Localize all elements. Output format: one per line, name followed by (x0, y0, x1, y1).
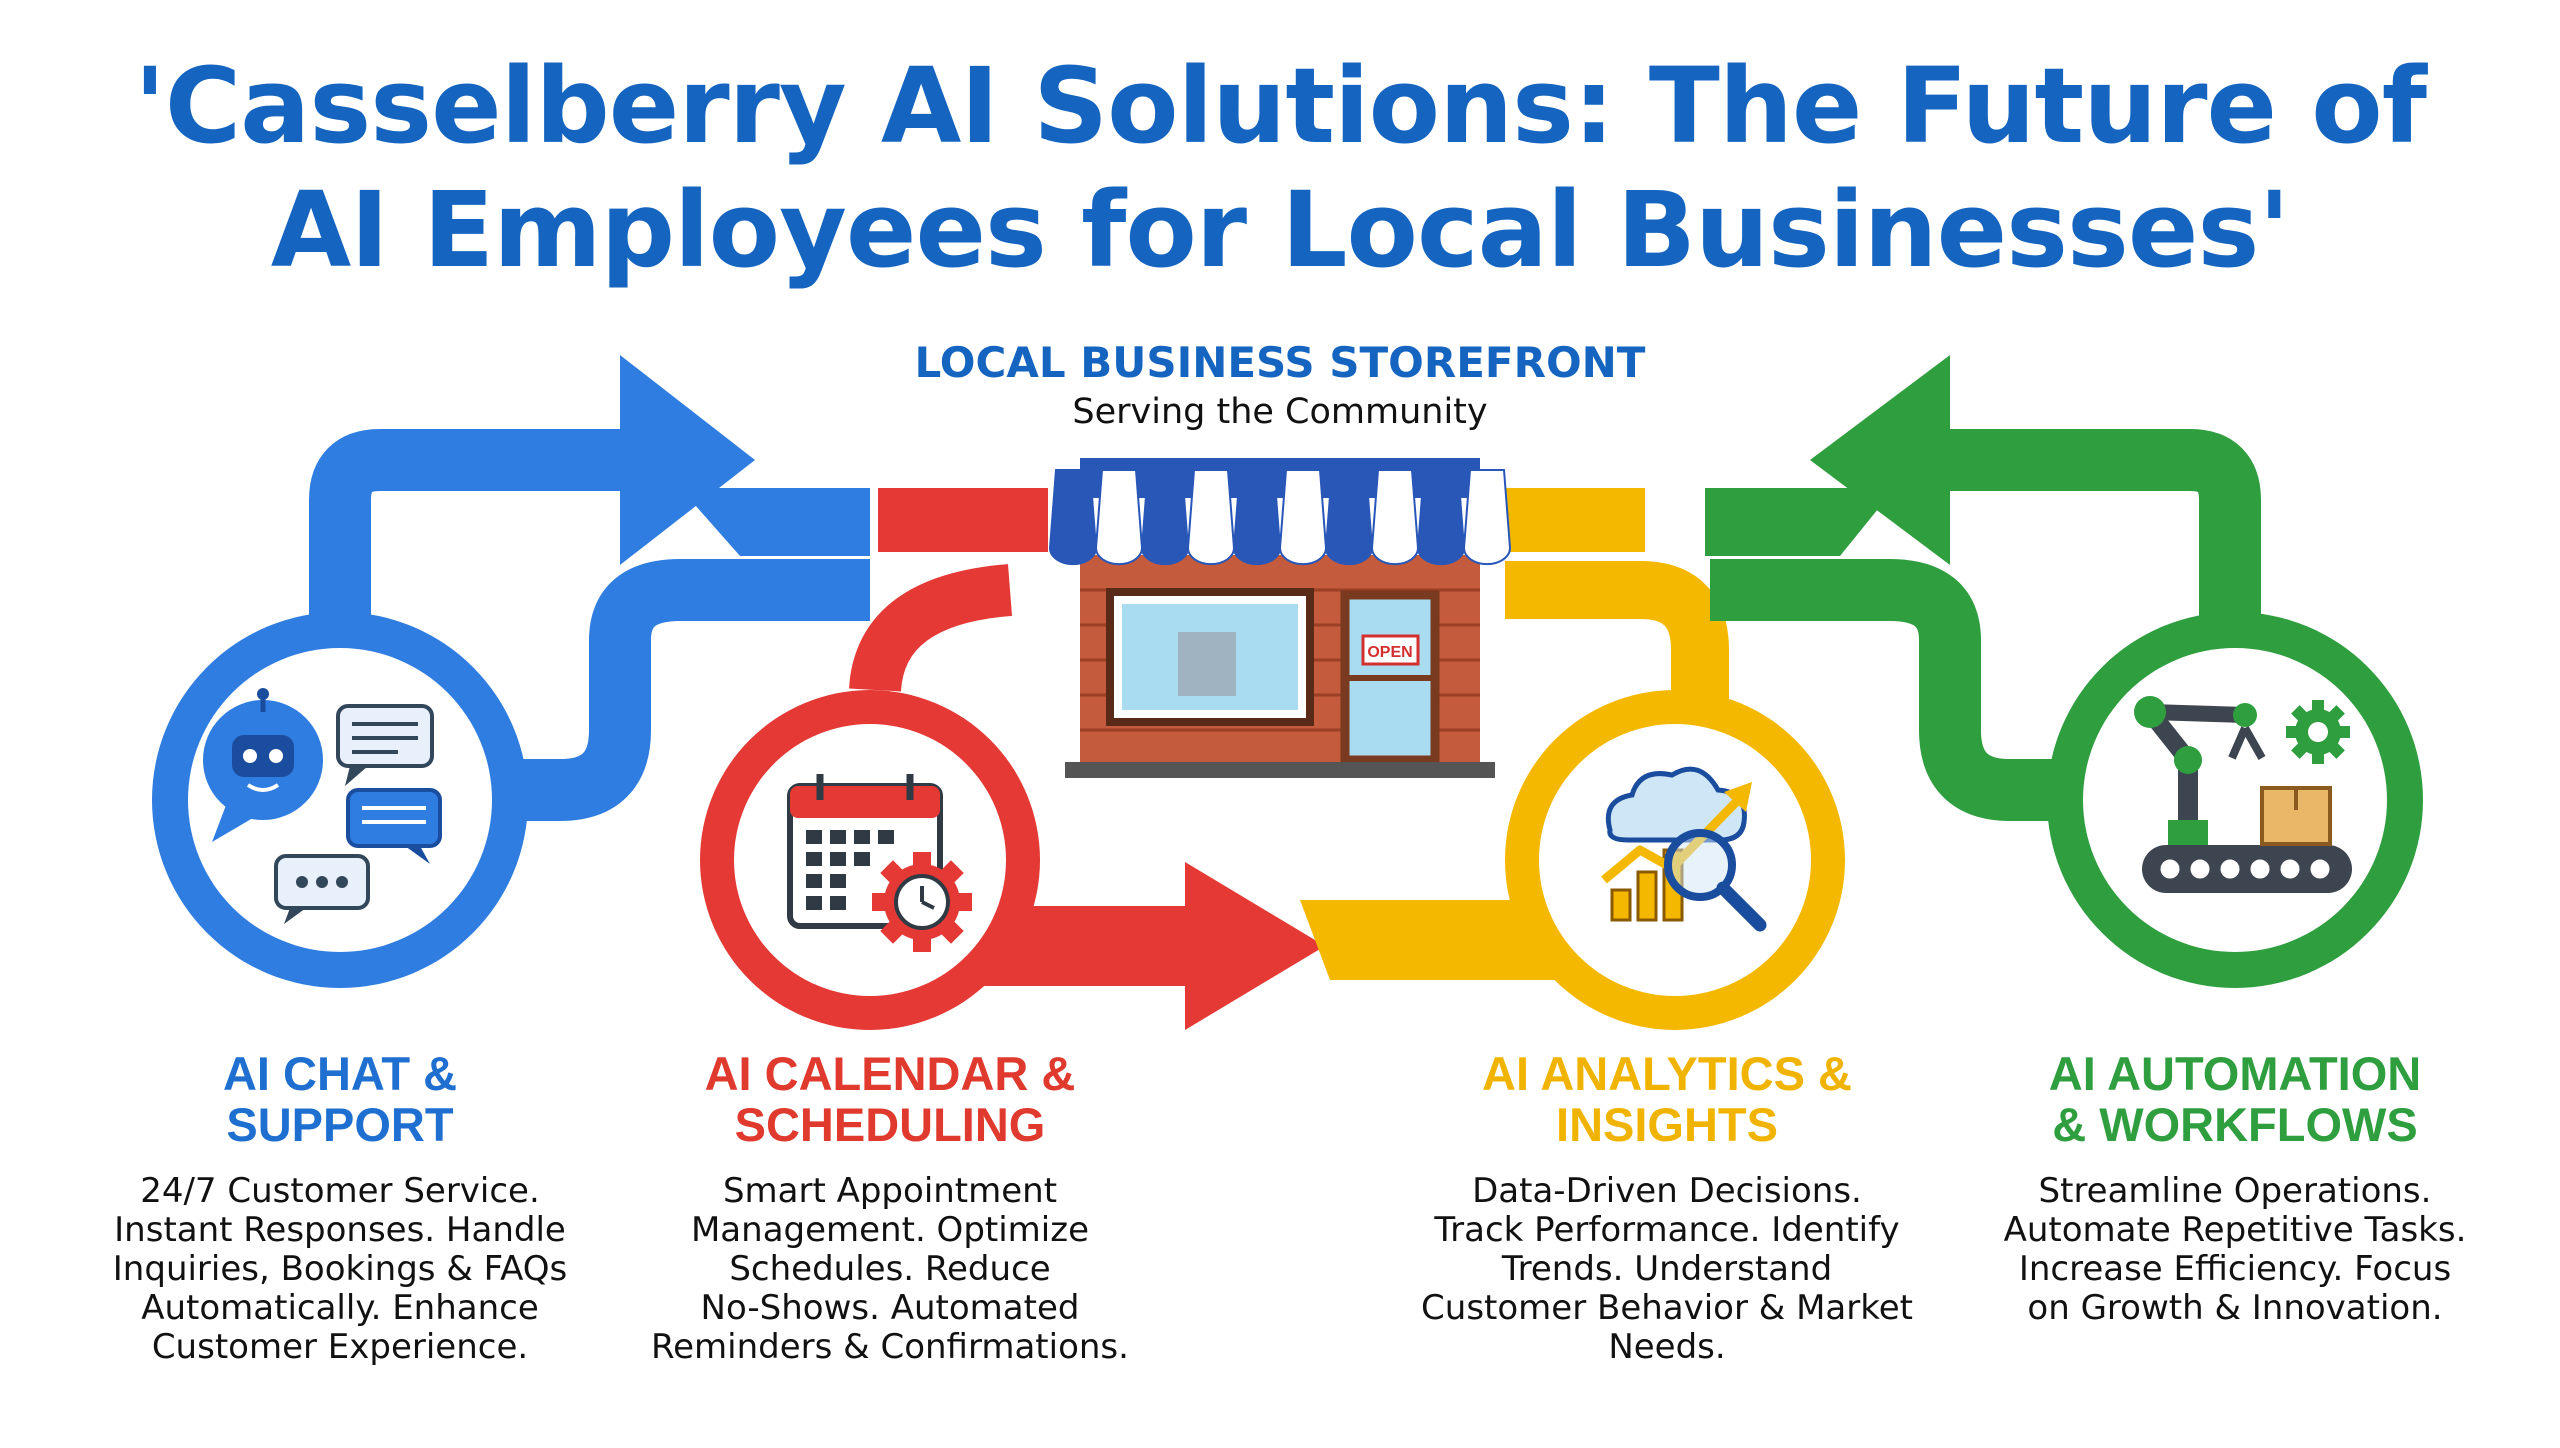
green-connector-path (1710, 559, 2150, 821)
awning-stripe (1462, 469, 1512, 566)
pillar-description-line: Automate Repetitive Tasks. (2003, 1210, 2467, 1250)
yellow-connector-block (1505, 488, 1645, 552)
green-connector-block (1705, 488, 1895, 556)
pillar-description-line: Smart Appointment (722, 1171, 1058, 1211)
pillar-description-line: Increase Efficiency. Focus (2018, 1249, 2452, 1289)
pillar-description-line: Instant Responses. Handle (114, 1210, 566, 1250)
storefront-heading: LOCAL BUSINESS STOREFRONT (914, 338, 1646, 387)
pillar-description-line: 24/7 Customer Service. (140, 1171, 540, 1211)
red-arc-path (849, 564, 1013, 693)
pillar-description-line: Track Performance. Identify (1434, 1210, 1900, 1250)
awning-stripe (1278, 469, 1328, 566)
awning-stripe (1186, 469, 1236, 566)
robot-arm-icon (2134, 696, 2352, 893)
chatbot-icon (203, 688, 442, 924)
pillar-description: 24/7 Customer Service. Instant Responses… (60, 1172, 620, 1367)
open-sign-text: OPEN (1367, 644, 1412, 661)
pillar-description-line: Needs. (1608, 1327, 1726, 1367)
calendar-gear-icon (787, 774, 972, 952)
red-arrowhead (1185, 862, 1325, 1030)
yellow-connector-shape (1300, 900, 1560, 980)
pillar-description-line: on Growth & Innovation. (2027, 1288, 2443, 1328)
page-title: 'Casselberry AI Solutions: The Future of… (80, 44, 2480, 292)
pillar-description-line: Reminders & Confirmations. (651, 1327, 1129, 1367)
pillar-circle-automation (2047, 612, 2423, 988)
blue-flow (309, 355, 870, 821)
red-connector-block (878, 488, 1048, 552)
title-line-2: AI Employees for Local Businesses' (270, 169, 2290, 291)
blue-connector-path (420, 559, 870, 821)
pillar-heading: AI AUTOMATION & WORKFLOWS (1955, 1048, 2515, 1150)
pillar-heading-line: & WORKFLOWS (2052, 1098, 2418, 1151)
green-flow (1705, 355, 2261, 821)
awning-stripe (1048, 469, 1098, 566)
pillar-heading: AI CHAT & SUPPORT (60, 1048, 620, 1150)
calendar-gear-shape (872, 852, 972, 952)
pillar-heading-line: SUPPORT (226, 1098, 454, 1151)
pillar-description-line: Customer Experience. (151, 1327, 529, 1367)
pillar-description-line: Trends. Understand (1501, 1249, 1833, 1289)
store-roof-back (1080, 458, 1480, 498)
awning-stripe (1094, 469, 1144, 566)
storefront-illustration: OPEN (1048, 458, 1512, 778)
automation-gear-shape (2286, 700, 2350, 764)
pillar-heading: AI ANALYTICS & INSIGHTS (1387, 1048, 1947, 1150)
window-box-item (1178, 632, 1236, 696)
store-base (1065, 762, 1495, 778)
pillar-automation-workflows: AI AUTOMATION & WORKFLOWS Streamline Ope… (1955, 1048, 2515, 1328)
pillar-circle-chat (152, 612, 528, 988)
pillar-description-line: No-Shows. Automated (700, 1288, 1080, 1328)
blue-arrowhead (620, 355, 755, 565)
pillar-heading-line: AI ANALYTICS & (1482, 1047, 1852, 1100)
pillar-description-line: Customer Behavior & Market (1421, 1288, 1913, 1328)
pillar-description-line: Streamline Operations. (2038, 1171, 2432, 1211)
blue-connector-block (680, 488, 870, 556)
green-arrow-path (1930, 429, 2261, 720)
green-arrowhead (1810, 355, 1950, 565)
pillar-description-line: Management. Optimize (690, 1210, 1090, 1250)
pillar-heading-line: AI CALENDAR & (704, 1047, 1076, 1100)
awning-stripe (1370, 469, 1420, 566)
analytics-icon (1601, 766, 1767, 932)
yellow-flow (1300, 488, 1729, 980)
pillar-heading-line: AI AUTOMATION (2048, 1047, 2422, 1100)
pillar-description: Data-Driven Decisions. Track Performance… (1387, 1172, 1947, 1367)
pillar-description: Streamline Operations. Automate Repetiti… (1955, 1172, 2515, 1328)
awning-stripe (1140, 469, 1190, 566)
awning-stripe (1416, 469, 1466, 566)
pillar-heading: AI CALENDAR & SCHEDULING (610, 1048, 1170, 1150)
yellow-arc-path (1505, 561, 1729, 700)
pillar-chat-support: AI CHAT & SUPPORT 24/7 Customer Service.… (60, 1048, 620, 1367)
pillar-description-line: Schedules. Reduce (729, 1249, 1051, 1289)
store-awning (1048, 469, 1512, 566)
blue-arrow-path (309, 429, 630, 720)
awning-stripe (1324, 469, 1374, 566)
pillar-heading-line: AI CHAT & (222, 1047, 458, 1100)
pillar-calendar-scheduling: AI CALENDAR & SCHEDULING Smart Appointme… (610, 1048, 1170, 1367)
pillar-description: Smart Appointment Management. Optimize S… (610, 1172, 1170, 1367)
pillar-description-line: Data-Driven Decisions. (1472, 1171, 1862, 1211)
title-line-1: 'Casselberry AI Solutions: The Future of (134, 45, 2427, 167)
open-sign (1361, 634, 1420, 666)
pillar-heading-line: INSIGHTS (1556, 1098, 1778, 1151)
pillar-description-line: Inquiries, Bookings & FAQs (112, 1249, 568, 1289)
pillar-analytics-insights: AI ANALYTICS & INSIGHTS Data-Driven Deci… (1387, 1048, 1947, 1367)
pillar-heading-line: SCHEDULING (734, 1098, 1046, 1151)
pillar-description-line: Automatically. Enhance (141, 1288, 539, 1328)
awning-stripe (1232, 469, 1282, 566)
storefront-subheading: Serving the Community (1072, 392, 1488, 432)
